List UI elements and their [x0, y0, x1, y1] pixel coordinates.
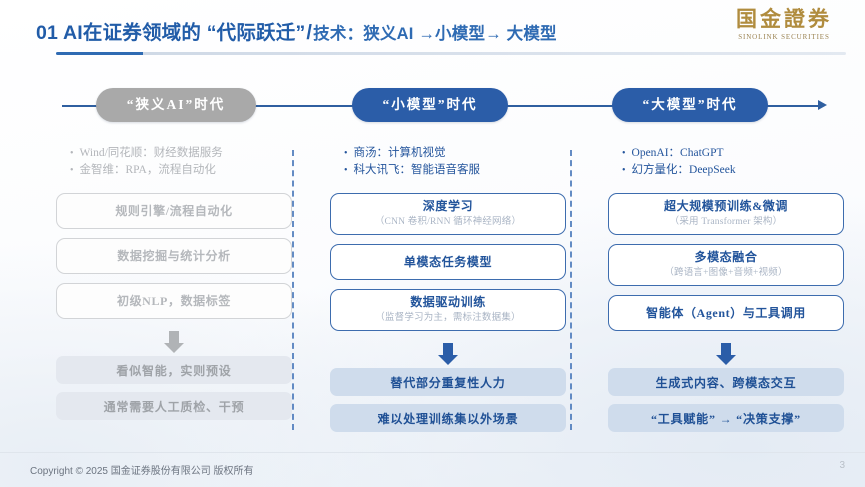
bullet-text: 幻方量化：DeepSeek	[631, 164, 736, 176]
outcome-box[interactable]: 通常需要人工质检、干预	[56, 392, 292, 420]
capability-box[interactable]: 规则引擎/流程自动化	[56, 193, 292, 229]
capability-box[interactable]: 多模态融合 （跨语言+图像+音频+视频）	[608, 244, 844, 286]
page-title: 01 AI在证券领域的 “代际跃迁”/技术：狭义AI →小模型→ 大模型	[36, 16, 557, 45]
bullet-text: Wind/同花顺：财经数据服务	[79, 147, 223, 159]
outcome-box[interactable]: 难以处理训练集以外场景	[330, 404, 566, 432]
bullet-text: 商汤：计算机视觉	[353, 147, 446, 159]
page-title-separator: /	[306, 22, 313, 44]
title-underline-rule	[56, 52, 846, 55]
page-number: 3	[839, 460, 845, 471]
list-item: • 金智维：RPA，流程自动化	[70, 162, 292, 179]
list-item: • 幻方量化：DeepSeek	[622, 162, 844, 179]
column-narrow-ai: • Wind/同花顺：财经数据服务 • 金智维：RPA，流程自动化 规则引擎/流…	[56, 145, 292, 428]
era-timeline: “狭义AI”时代 “小模型”时代 “大模型”时代	[0, 88, 865, 124]
timeline-stage-small-model[interactable]: “小模型”时代	[352, 88, 508, 122]
bullet-list-large-model: • OpenAI：ChatGPT • 幻方量化：DeepSeek	[608, 145, 844, 193]
column-divider-1	[292, 150, 294, 430]
capability-box-title: 数据驱动训练	[410, 295, 486, 309]
logo-chinese-text: 国金證券	[736, 7, 832, 31]
page-title-main: 01 AI在证券领域的 “代际跃迁”	[36, 22, 306, 44]
outcome-box[interactable]: 替代部分重复性人力	[330, 368, 566, 396]
bullet-dot-icon: •	[344, 148, 348, 159]
list-item: • 科大讯飞：智能语音客服	[344, 162, 566, 179]
capability-box[interactable]: 数据驱动训练 （监督学习为主，需标注数据集）	[330, 289, 566, 331]
outcome-box[interactable]: “工具赋能” → “决策支撑”	[608, 404, 844, 432]
capability-box-subtitle: （CNN 卷积/RNN 循环神经网络）	[374, 217, 522, 227]
bullet-dot-icon: •	[344, 165, 348, 176]
timeline-stage-narrow-ai[interactable]: “狭义AI”时代	[96, 88, 256, 122]
page-title-sub: 技术：狭义AI →小模型→ 大模型	[313, 25, 557, 43]
logo-english-text: SINOLINK SECURITIES	[738, 33, 830, 42]
timeline-arrow-icon	[818, 100, 827, 110]
capability-box-subtitle: （监督学习为主，需标注数据集）	[375, 313, 521, 323]
column-divider-2	[570, 150, 572, 430]
capability-box-title: 规则引擎/流程自动化	[115, 203, 233, 218]
bullet-dot-icon: •	[70, 165, 74, 176]
capability-box[interactable]: 初级NLP，数据标签	[56, 283, 292, 319]
capability-box-subtitle: （采用 Transformer 架构）	[669, 217, 783, 227]
footer-divider	[0, 452, 865, 453]
bullet-dot-icon: •	[622, 148, 626, 159]
capability-box-title: 初级NLP，数据标签	[116, 293, 231, 308]
outcome-box[interactable]: 看似智能，实则预设	[56, 356, 292, 384]
capability-box-subtitle: （跨语言+图像+音频+视频）	[664, 268, 788, 278]
bullet-text: 金智维：RPA，流程自动化	[79, 164, 216, 176]
capability-box[interactable]: 深度学习 （CNN 卷积/RNN 循环神经网络）	[330, 193, 566, 235]
capability-box[interactable]: 智能体（Agent）与工具调用	[608, 295, 844, 331]
capability-box-title: 单模态任务模型	[403, 254, 493, 269]
down-arrow-wrapper	[56, 328, 292, 356]
capability-box-title: 智能体（Agent）与工具调用	[646, 305, 806, 320]
down-arrow-wrapper	[330, 340, 566, 368]
column-small-model: • 商汤：计算机视觉 • 科大讯飞：智能语音客服 深度学习 （CNN 卷积/RN…	[330, 145, 566, 440]
capability-box-title: 数据挖掘与统计分析	[117, 248, 231, 263]
bullet-dot-icon: •	[70, 148, 74, 159]
down-arrow-wrapper	[608, 340, 844, 368]
outcome-box[interactable]: 生成式内容、跨模态交互	[608, 368, 844, 396]
capability-box[interactable]: 数据挖掘与统计分析	[56, 238, 292, 274]
list-item: • OpenAI：ChatGPT	[622, 145, 844, 162]
slide-header: 01 AI在证券领域的 “代际跃迁”/技术：狭义AI →小模型→ 大模型 国金證…	[0, 0, 865, 62]
capability-box[interactable]: 超大规模预训练&微调 （采用 Transformer 架构）	[608, 193, 844, 235]
capability-box[interactable]: 单模态任务模型	[330, 244, 566, 280]
bullet-text: OpenAI：ChatGPT	[631, 147, 724, 159]
bullet-list-narrow-ai: • Wind/同花顺：财经数据服务 • 金智维：RPA，流程自动化	[56, 145, 292, 193]
list-item: • Wind/同花顺：财经数据服务	[70, 145, 292, 162]
list-item: • 商汤：计算机视觉	[344, 145, 566, 162]
capability-box-title: 超大规模预训练&微调	[664, 199, 788, 213]
bullet-text: 科大讯飞：智能语音客服	[353, 164, 481, 176]
bullet-dot-icon: •	[622, 165, 626, 176]
capability-box-title: 深度学习	[422, 199, 474, 213]
capability-box-title: 多模态融合	[694, 250, 758, 264]
bullet-list-small-model: • 商汤：计算机视觉 • 科大讯飞：智能语音客服	[330, 145, 566, 193]
timeline-stage-large-model[interactable]: “大模型”时代	[612, 88, 768, 122]
copyright-text: Copyright © 2025 国金证券股份有限公司 版权所有	[30, 466, 254, 477]
column-large-model: • OpenAI：ChatGPT • 幻方量化：DeepSeek 超大规模预训练…	[608, 145, 844, 440]
company-logo: 国金證券 SINOLINK SECURITIES	[721, 8, 847, 52]
